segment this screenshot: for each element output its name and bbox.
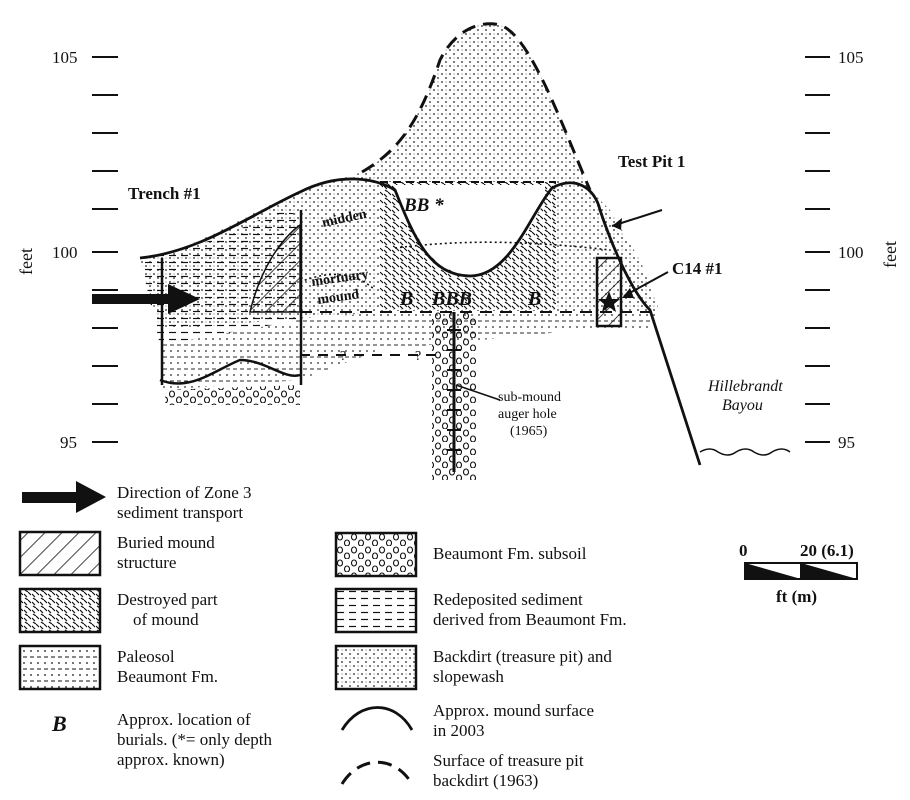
profile-drawing — [92, 22, 791, 480]
scale-end-label: 20 (6.1) — [800, 541, 854, 560]
legend-redeposited-text-2: derived from Beaumont Fm. — [433, 610, 627, 629]
legend-surface1963-text-1: Surface of treasure pit — [433, 751, 584, 770]
auger-label-1: sub-mound — [498, 390, 561, 405]
bayou-water — [699, 448, 791, 456]
legend-backdirt-text-2: slopewash — [433, 667, 504, 686]
c14-label: C14 #1 — [672, 259, 723, 278]
bayou-label-1: Hillebrandt — [707, 378, 783, 395]
right-axis — [805, 56, 830, 443]
paleosol-band — [160, 312, 660, 390]
left-axis — [92, 56, 118, 443]
legend-swatch-subsoil — [334, 531, 418, 578]
mortuary-label-2: mound — [316, 287, 360, 308]
bb-label-bg — [400, 190, 468, 222]
right-tick-100: 100 — [838, 243, 864, 262]
legend-arrow-icon — [22, 481, 106, 513]
bb-star-label: BB * — [403, 195, 444, 216]
burial-b-left: B — [399, 288, 413, 310]
zone3-arrow-icon — [92, 284, 200, 314]
legend-swatch-destroyed — [18, 587, 102, 634]
trench-subsoil — [165, 385, 300, 405]
surface-2003-line — [139, 177, 702, 466]
legend-destroyed-text-1: Destroyed part — [117, 590, 218, 609]
scale-unit-label: ft (m) — [776, 587, 817, 606]
left-tick-105: 105 — [52, 48, 78, 67]
auger-label-2: auger hole — [498, 407, 557, 422]
right-tick-105: 105 — [838, 48, 864, 67]
scale-bar — [744, 562, 858, 580]
legend-swatch-buried — [18, 530, 102, 577]
legend-buried-text-1: Buried mound — [117, 533, 215, 552]
legend — [18, 481, 418, 785]
legend-arrow-text-1: Direction of Zone 3 — [117, 483, 252, 502]
legend-arrow-text-2: sediment transport — [117, 503, 243, 522]
legend-paleosol-text-1: Paleosol — [117, 647, 175, 666]
auger-label-3: (1965) — [510, 424, 548, 439]
surface-1963-line — [361, 22, 592, 191]
trench-label: Trench #1 — [128, 184, 201, 203]
legend-swatch-paleosol — [18, 644, 102, 691]
left-tick-95: 95 — [60, 433, 77, 452]
question-mark-2: ? — [415, 349, 421, 364]
legend-burials-text-3: approx. known) — [117, 750, 225, 769]
legend-burial-symbol: B — [51, 711, 67, 736]
legend-subsoil-text: Beaumont Fm. subsoil — [433, 544, 587, 563]
legend-destroyed-text-2: of mound — [133, 610, 199, 629]
bayou-label-2: Bayou — [722, 397, 763, 414]
legend-backdirt-text-1: Backdirt (treasure pit) and — [433, 647, 612, 666]
scale-start-label: 0 — [739, 541, 748, 560]
legend-paleosol-text-2: Beaumont Fm. — [117, 667, 218, 686]
legend-surface2003-icon — [340, 706, 414, 731]
legend-buried-text-2: structure — [117, 553, 176, 572]
left-axis-label: feet — [16, 248, 36, 275]
right-axis-label: feet — [880, 241, 900, 268]
legend-redeposited-text-1: Redeposited sediment — [433, 590, 583, 609]
c14-star-icon — [598, 291, 620, 312]
legend-surface2003-text-2: in 2003 — [433, 721, 484, 740]
legend-surface1963-icon — [340, 760, 414, 785]
legend-burials-text-1: Approx. location of — [117, 710, 251, 729]
legend-swatch-backdirt — [334, 644, 418, 691]
test-pit-label: Test Pit 1 — [618, 152, 685, 171]
legend-surface2003-text-1: Approx. mound surface — [433, 701, 594, 720]
legend-surface1963-text-2: backdirt (1963) — [433, 771, 538, 790]
burial-bbb: BBB — [431, 288, 472, 310]
right-tick-95: 95 — [838, 433, 855, 452]
left-tick-100: 100 — [52, 243, 78, 262]
legend-swatch-redeposited — [334, 587, 418, 634]
burial-b-right: B — [527, 288, 541, 310]
legend-burials-text-2: burials. (*= only depth — [117, 730, 273, 749]
question-mark-1: ? — [340, 349, 346, 364]
